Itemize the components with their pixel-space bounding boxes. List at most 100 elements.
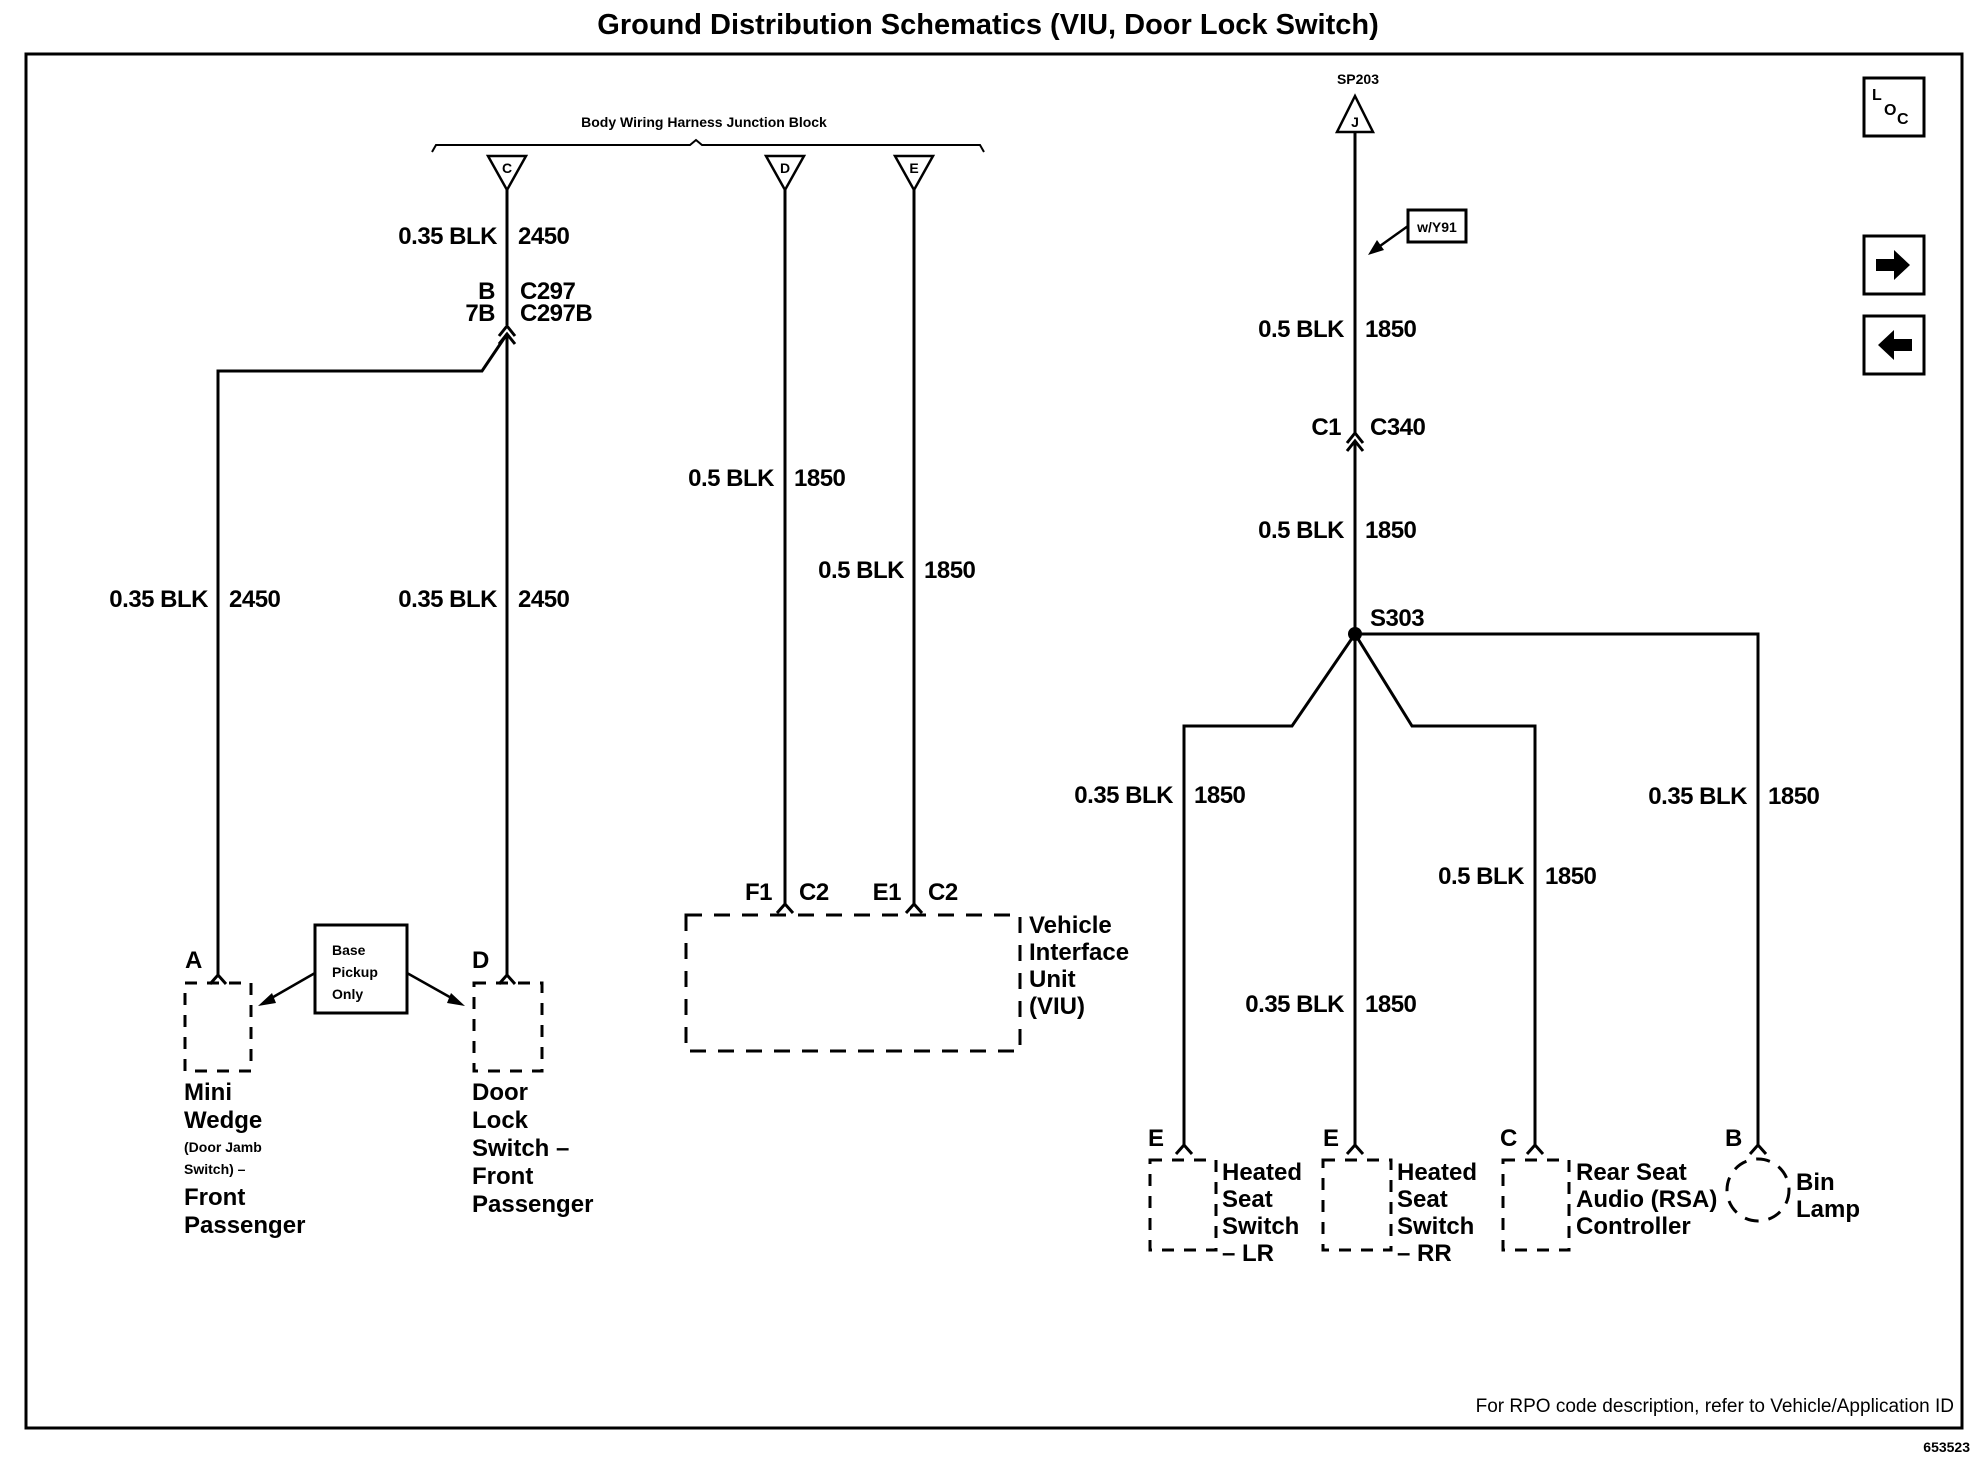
- s303-branches: [1174, 632, 1768, 1155]
- svg-text:Pickup: Pickup: [332, 964, 378, 980]
- svg-text:w/Y91: w/Y91: [1416, 219, 1457, 235]
- heated-seat-switch-rr: E Heated Seat Switch – RR: [1321, 1125, 1477, 1267]
- wire-d-circuit: 1850: [794, 465, 846, 492]
- figure-id: 653523: [1923, 1439, 1970, 1455]
- svg-text:(Door Jamb: (Door Jamb: [184, 1139, 262, 1155]
- connector-c297b-label: C297B: [520, 300, 592, 327]
- wire-bin-circuit: 1850: [1768, 783, 1820, 810]
- svg-text:J: J: [1351, 114, 1359, 130]
- s303-label: S303: [1370, 605, 1424, 632]
- wire-bin-gauge: 0.35 BLK: [1648, 783, 1748, 810]
- svg-text:Front: Front: [184, 1184, 245, 1211]
- loc-button[interactable]: L O C: [1862, 76, 1926, 138]
- wire-sp-mid-circuit: 1850: [1365, 517, 1417, 544]
- svg-text:E: E: [909, 160, 918, 176]
- svg-text:Base: Base: [332, 942, 366, 958]
- bin-lamp-pin: B: [1725, 1125, 1742, 1152]
- svg-text:Mini: Mini: [184, 1079, 232, 1106]
- svg-text:Seat: Seat: [1397, 1186, 1448, 1213]
- svg-text:Lock: Lock: [472, 1107, 529, 1134]
- wire-sp-top-gauge: 0.5 BLK: [1258, 316, 1345, 343]
- svg-text:C: C: [502, 160, 512, 176]
- splice-s303: S303: [1348, 605, 1425, 641]
- arrow-icon: [1368, 240, 1384, 255]
- junction-block-label: Body Wiring Harness Junction Block: [581, 114, 827, 130]
- diagram-frame: [24, 52, 1964, 1430]
- loc-icon: L: [1872, 87, 1882, 104]
- svg-text:Switch –: Switch –: [472, 1135, 569, 1162]
- wire-rr-gauge: 0.35 BLK: [1245, 991, 1345, 1018]
- wire-door-lock-circuit: 2450: [518, 586, 570, 613]
- svg-text:Bin: Bin: [1796, 1169, 1835, 1196]
- svg-text:Unit: Unit: [1029, 966, 1076, 993]
- vehicle-interface-unit: F1 C2 E1 C2 Vehicle Interface Unit (VIU): [684, 879, 1129, 1053]
- terminal-c: C: [485, 154, 529, 193]
- left-arrow-icon: [1878, 330, 1912, 360]
- door-lock-pin: D: [472, 947, 489, 974]
- viu-conn-f1: C2: [799, 879, 829, 906]
- svg-text:– RR: – RR: [1397, 1240, 1452, 1267]
- base-pickup-note: Base Pickup Only: [258, 923, 465, 1015]
- viu-pin-e1: E1: [873, 879, 902, 906]
- wire-c: [208, 190, 517, 985]
- heated-seat-switch-lr: E Heated Seat Switch – LR: [1148, 1125, 1302, 1267]
- next-page-button[interactable]: [1862, 234, 1926, 296]
- wire-door-lock-gauge: 0.35 BLK: [398, 586, 498, 613]
- svg-text:Switch: Switch: [1222, 1213, 1299, 1240]
- connector-c340-pin: C1: [1311, 414, 1341, 441]
- wire-d-gauge: 0.5 BLK: [688, 465, 775, 492]
- option-note-y91: w/Y91: [1368, 208, 1468, 255]
- footer-note: For RPO code description, refer to Vehic…: [1476, 1396, 1954, 1417]
- svg-text:O: O: [1884, 102, 1896, 119]
- arrow-icon: [447, 993, 465, 1006]
- door-lock-switch: D Door Lock Switch – Front Passenger: [472, 947, 593, 1218]
- previous-page-button[interactable]: [1862, 314, 1926, 376]
- wire-sp-top-circuit: 1850: [1365, 316, 1417, 343]
- svg-text:Vehicle: Vehicle: [1029, 912, 1112, 939]
- svg-text:Lamp: Lamp: [1796, 1196, 1860, 1223]
- svg-text:Rear Seat: Rear Seat: [1576, 1159, 1687, 1186]
- wire-mini-wedge-circuit: 2450: [229, 586, 281, 613]
- heated-lr-pin: E: [1148, 1125, 1164, 1152]
- connector-c297-pin: B: [478, 278, 495, 305]
- sp203-label: SP203: [1337, 71, 1379, 87]
- wire-d-e: [775, 190, 924, 914]
- connector-c340-label: C340: [1370, 414, 1426, 441]
- svg-text:Heated: Heated: [1397, 1159, 1477, 1186]
- wire-e-gauge: 0.5 BLK: [818, 557, 905, 584]
- terminal-e: E: [892, 154, 936, 193]
- svg-text:Seat: Seat: [1222, 1186, 1273, 1213]
- page-title: Ground Distribution Schematics (VIU, Doo…: [597, 9, 1378, 41]
- svg-text:Passenger: Passenger: [472, 1191, 593, 1218]
- splice-pack-sp203: SP203 J: [1334, 71, 1379, 134]
- svg-text:Front: Front: [472, 1163, 533, 1190]
- svg-text:D: D: [780, 160, 790, 176]
- svg-text:Switch) –: Switch) –: [184, 1161, 246, 1177]
- svg-text:Audio (RSA): Audio (RSA): [1576, 1186, 1717, 1213]
- wire-mini-wedge-gauge: 0.35 BLK: [109, 586, 209, 613]
- viu-conn-e1: C2: [928, 879, 958, 906]
- heated-rr-pin: E: [1323, 1125, 1339, 1152]
- wire-sp203-s303: [1345, 132, 1365, 1145]
- wire-lr-circuit: 1850: [1194, 782, 1246, 809]
- wire-c-circuit: 2450: [518, 223, 570, 250]
- wire-sp-mid-gauge: 0.5 BLK: [1258, 517, 1345, 544]
- viu-pin-f1: F1: [745, 879, 772, 906]
- connector-c297b-pin: 7B: [465, 300, 495, 327]
- svg-text:Heated: Heated: [1222, 1159, 1302, 1186]
- wire-rsa-gauge: 0.5 BLK: [1438, 863, 1525, 890]
- terminal-d: D: [763, 154, 807, 193]
- rsa-pin: C: [1500, 1125, 1517, 1152]
- wire-rsa-circuit: 1850: [1545, 863, 1597, 890]
- wire-rr-circuit: 1850: [1365, 991, 1417, 1018]
- connector-c297-label: C297: [520, 278, 576, 305]
- svg-text:Controller: Controller: [1576, 1213, 1691, 1240]
- mini-wedge-switch: A Mini Wedge (Door Jamb Switch) – Front …: [183, 947, 305, 1239]
- junction-block: Body Wiring Harness Junction Block: [431, 114, 985, 153]
- svg-text:Only: Only: [332, 986, 363, 1002]
- svg-text:Switch: Switch: [1397, 1213, 1474, 1240]
- wire-c-gauge: 0.35 BLK: [398, 223, 498, 250]
- mini-wedge-pin: A: [185, 947, 202, 974]
- right-arrow-icon: [1876, 250, 1910, 280]
